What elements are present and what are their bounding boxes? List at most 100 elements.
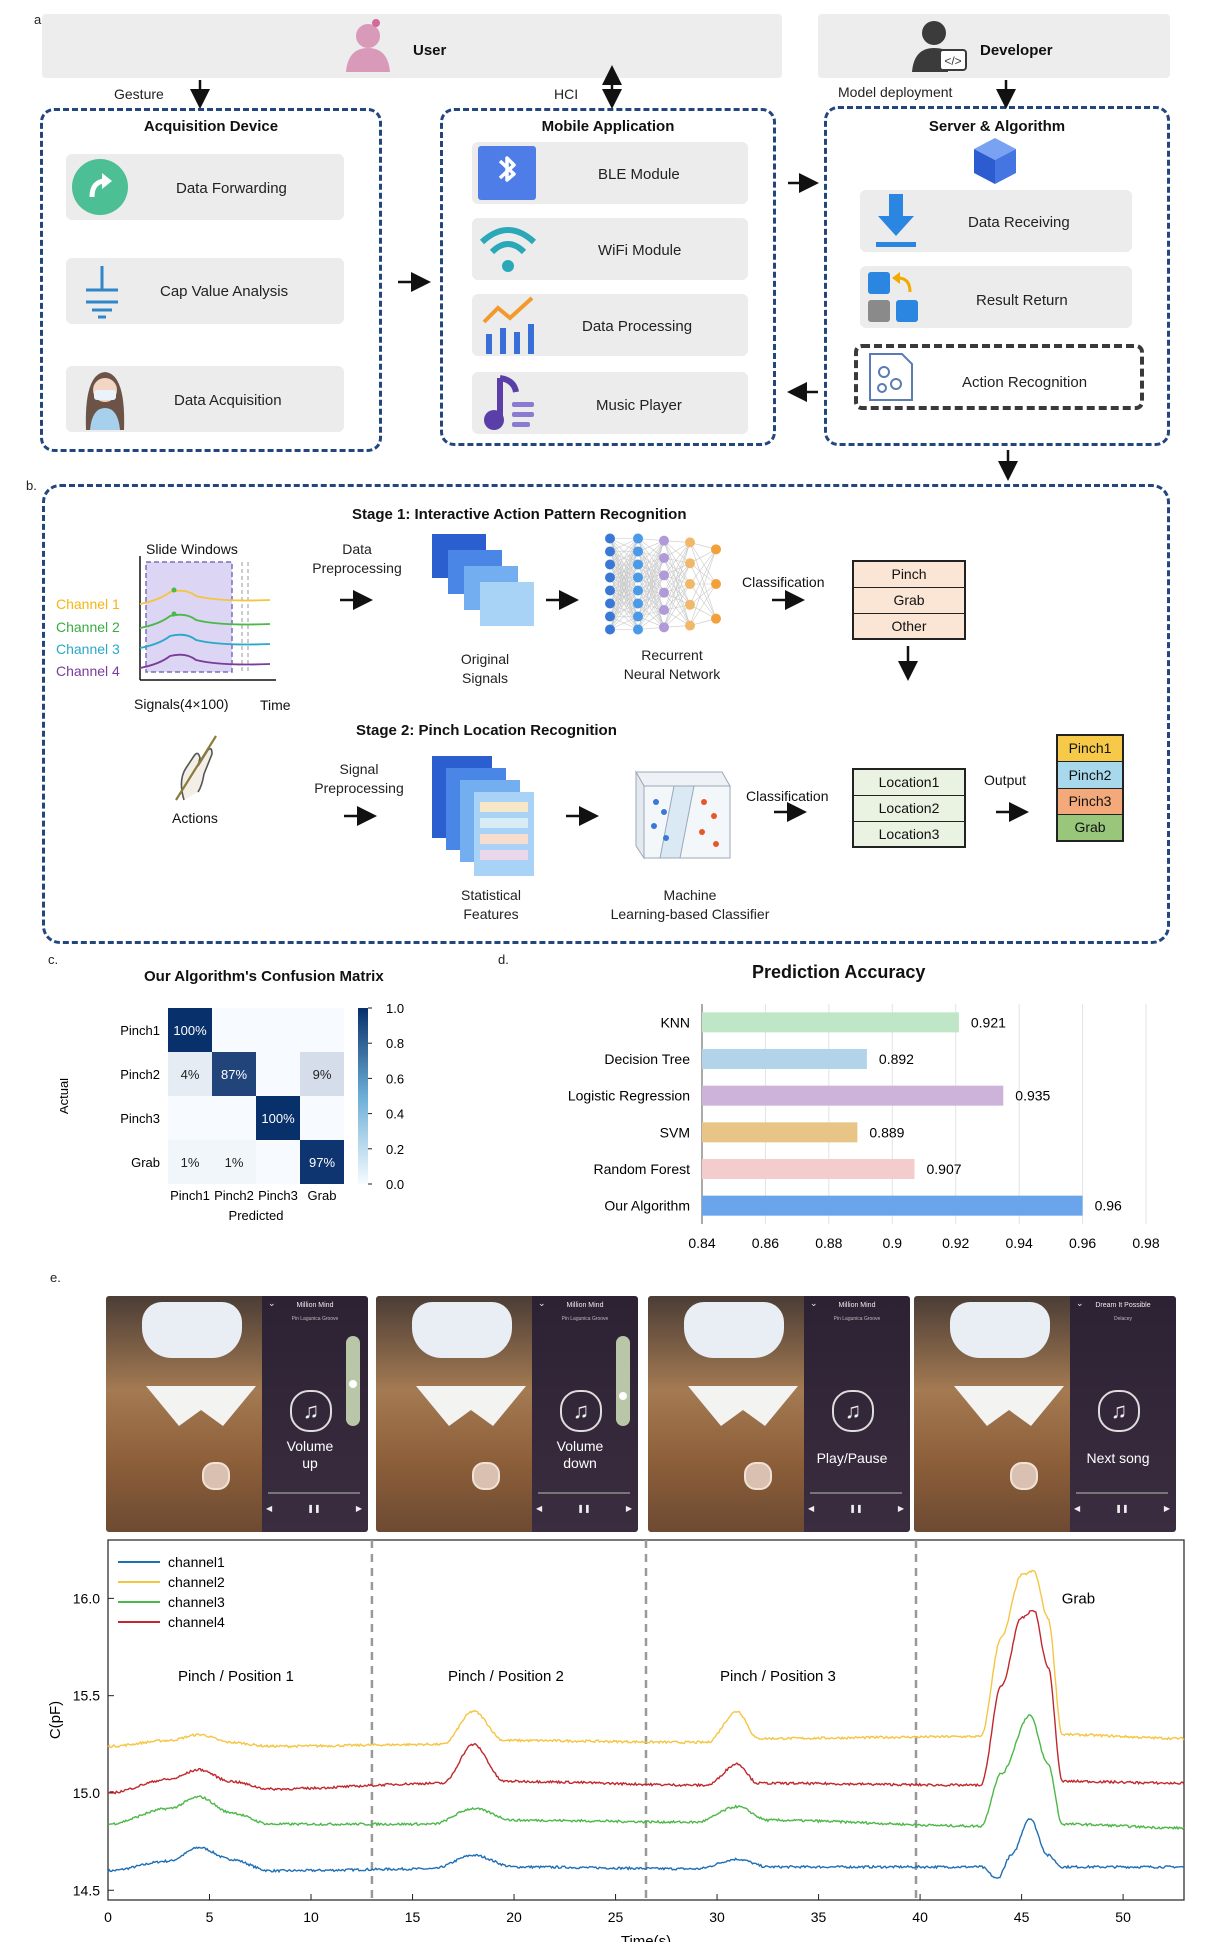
location-2: Location2 [854,796,964,822]
bar-random-forest [702,1159,915,1179]
user-bar [42,14,782,78]
bar-xtick-label: 0.88 [815,1235,842,1251]
rnn-node [633,624,643,635]
song-artist: Pin Lagunica Groove [291,1316,339,1322]
output-label: Output [984,772,1027,788]
prev-icon[interactable]: ◀ [266,1504,273,1513]
statistical-features-line2: Features [463,906,519,922]
chevron-down-icon[interactable]: ⌄ [1076,1298,1084,1308]
play-pause-icon[interactable]: ❚❚ [307,1504,321,1513]
cm-cell [256,1140,300,1184]
output-pinch2: Pinch2 [1058,762,1122,789]
cm-cell [256,1096,300,1140]
prev-icon[interactable]: ◀ [808,1504,815,1513]
rnn-node [711,544,721,555]
play-pause-icon[interactable]: ❚❚ [849,1504,863,1513]
cm-cell [212,1052,256,1096]
rnn-node [685,537,695,548]
rnn-edge [689,583,717,619]
next-icon[interactable]: ▶ [355,1504,362,1513]
prev-icon[interactable]: ◀ [536,1504,543,1513]
play-pause-icon[interactable]: ❚❚ [577,1504,591,1513]
bar-knn [702,1012,959,1033]
rnn-edge [663,583,691,611]
rnn-edge [609,590,639,630]
rnn-edge [689,542,717,619]
action-text-line: Volume [556,1438,604,1454]
bar-xtick-label: 0.94 [1006,1235,1033,1251]
rnn-edge [663,557,691,626]
card-label-action-recognition: Action Recognition [962,374,1088,391]
output-pinch3: Pinch3 [1058,789,1122,815]
prev-icon[interactable]: ◀ [1074,1504,1081,1513]
chevron-down-icon[interactable]: ⌄ [268,1298,276,1308]
card-label-data-acquisition: Data Acquisition [174,392,282,409]
bar-value-label: 0.892 [879,1051,914,1067]
cm-cell-label: 100% [173,1023,207,1038]
rnn-edge [689,549,717,585]
brooch-icon [202,1462,230,1490]
rnn-edge [663,557,691,585]
rnn-edge [637,592,665,630]
line-ylabel: C(pF) [47,1701,64,1739]
rnn-edge [609,538,639,630]
progress-bar[interactable] [268,1492,360,1494]
volume-slider[interactable] [346,1336,360,1426]
music-note-icon [480,370,540,434]
rnn-edge [637,540,665,604]
cm-ylabel: Actual [60,1078,71,1114]
cm-cell [212,1096,256,1140]
cm-cell [256,1052,300,1096]
next-icon[interactable]: ▶ [625,1504,632,1513]
girl-avatar-icon [80,364,130,432]
next-icon[interactable]: ▶ [897,1504,904,1513]
rnn-edge [689,583,717,626]
rnn-node [633,572,643,583]
progress-bar[interactable] [538,1492,630,1494]
volume-slider-thumb[interactable] [349,1380,357,1388]
next-icon[interactable]: ▶ [1163,1504,1170,1513]
progress-bar[interactable] [810,1492,902,1494]
ml-classifier-line1: Machine [663,887,717,903]
play-pause-icon[interactable]: ❚❚ [1115,1504,1129,1513]
rnn-line2: Neural Network [623,666,721,682]
ml-classifier-label: Machine Learning-based Classifier [594,886,786,924]
cm-cell-label: 87% [221,1067,247,1082]
rnn-node [659,553,669,563]
bar-category-label: Logistic Regression [568,1088,690,1104]
channel-3-label: Channel 3 [56,641,120,657]
cm-cell [168,1096,212,1140]
legend-label-channel3: channel3 [168,1594,225,1610]
output-grab: Grab [1058,815,1122,840]
rnn-edge [637,540,665,565]
rnn-edge [663,542,691,593]
cm-cell [168,1052,212,1096]
rnn-edge [663,542,691,559]
rnn-edge [637,592,665,617]
rnn-node [633,533,643,544]
rnn-edge [663,563,691,611]
rnn-edge [663,557,691,605]
original-signals-label: Original Signals [430,650,540,688]
chevron-down-icon[interactable]: ⌄ [810,1298,818,1308]
rnn-edge [689,549,717,605]
output-box: Pinch1 Pinch2 Pinch3 Grab [1056,734,1124,842]
line-xtick-label: 25 [608,1909,624,1925]
cm-cell [300,1008,344,1052]
volume-slider-thumb[interactable] [619,1392,627,1400]
channel-1-label: Channel 1 [56,596,120,612]
volume-slider[interactable] [616,1336,630,1426]
chevron-down-icon[interactable]: ⌄ [538,1298,546,1308]
cm-cell [168,1140,212,1184]
bar-xtick-label: 0.84 [688,1235,715,1251]
rnn-edge [609,564,639,630]
action-recognition-box [854,344,1144,410]
cm-row-label: Pinch1 [120,1023,160,1038]
progress-bar[interactable] [1076,1492,1168,1494]
series-channel3 [107,1714,1185,1831]
cm-row-label: Pinch2 [120,1067,160,1082]
cm-xlabel: Predicted [229,1208,284,1223]
rnn-edge [663,542,691,576]
stage2-title: Stage 2: Pinch Location Recognition [356,722,617,739]
